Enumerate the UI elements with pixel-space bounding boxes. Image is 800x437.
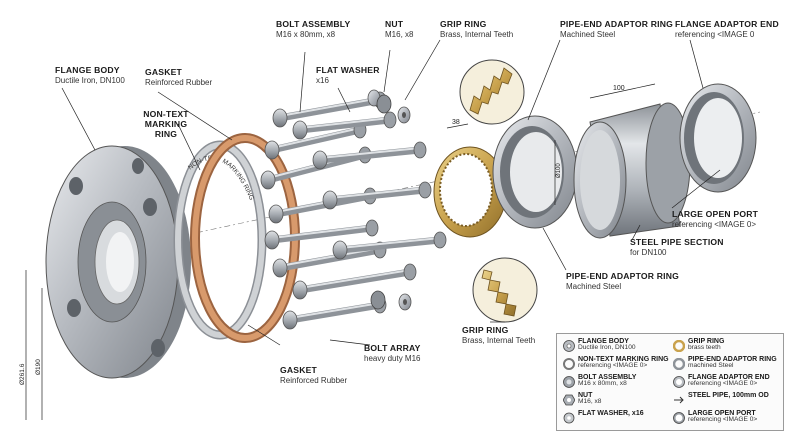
legend-item-subtitle: M16, x8 bbox=[578, 398, 602, 405]
bolt bbox=[312, 141, 427, 170]
leader-lines bbox=[61, 39, 721, 346]
legend-item-subtitle: referencing <IMAGE 0> bbox=[688, 380, 758, 387]
bolt bbox=[264, 219, 379, 250]
steel-pipe-section bbox=[573, 102, 691, 239]
legend-item-subtitle: M16 x 80mm, x8 bbox=[578, 380, 627, 387]
dim-pipe-diameter: Ø100 bbox=[556, 163, 562, 178]
bolt-icon bbox=[563, 375, 575, 388]
legend-item-subtitle: referencing <IMAGE 0> bbox=[688, 416, 758, 423]
dim-grip-width: 38 bbox=[452, 119, 460, 126]
arrow-icon bbox=[673, 393, 685, 405]
legend-item-subtitle: machined Steel bbox=[688, 362, 734, 369]
bolt bbox=[292, 111, 397, 140]
legend-item-title: PIPE-END ADAPTOR RING bbox=[688, 356, 777, 363]
dim-pipe-length: 100 bbox=[613, 85, 625, 92]
bolt bbox=[282, 296, 387, 330]
washer-nut-stack bbox=[367, 89, 412, 311]
dimension-lines bbox=[25, 83, 656, 420]
legend-item-title: NUT bbox=[578, 392, 593, 399]
flange-icon bbox=[563, 339, 575, 352]
bolt bbox=[332, 231, 447, 260]
adaptor-end-icon bbox=[673, 375, 685, 388]
legend-item-title: STEEL PIPE, 100mm OD bbox=[688, 392, 769, 399]
dim-flange-height: Ø190 bbox=[35, 359, 42, 375]
legend-item-title: FLANGE BODY bbox=[578, 338, 629, 345]
label-marking-ring: NON-TEXT MARKING RING bbox=[143, 109, 189, 139]
grip-ring bbox=[433, 146, 507, 238]
legend-item-subtitle: referencing <IMAGE 0> bbox=[578, 362, 648, 369]
bolt bbox=[292, 263, 417, 300]
legend-item-title: BOLT ASSEMBLY bbox=[578, 374, 637, 381]
open-port-icon bbox=[673, 411, 685, 424]
nut-icon bbox=[562, 393, 576, 406]
legend-item: STEEL PIPE, 100mm OD bbox=[671, 392, 783, 408]
legend-item-title: LARGE OPEN PORT bbox=[688, 410, 756, 417]
bolt bbox=[264, 121, 367, 160]
legend-item-title: NON-TEXT MARKING RING bbox=[578, 356, 669, 363]
grip-ring-icon bbox=[672, 339, 686, 353]
legend-item-title: FLAT WASHER, x16 bbox=[578, 410, 644, 417]
grip-ring-detail-bottom bbox=[472, 257, 538, 323]
legend-item-title: FLANGE ADAPTOR END bbox=[688, 374, 770, 381]
flange-adaptor-end bbox=[679, 83, 757, 193]
bolt-array bbox=[260, 91, 447, 330]
washer-icon bbox=[563, 411, 575, 424]
adaptor-ring-icon bbox=[672, 357, 686, 371]
pipe-end-adaptor-ring bbox=[492, 115, 578, 229]
legend-item-subtitle: Ductile Iron, DN100 bbox=[578, 344, 636, 351]
legend-item: FLAT WASHER, x16 bbox=[561, 410, 673, 426]
legend-item-title: GRIP RING bbox=[688, 338, 725, 345]
grip-ring-detail-top bbox=[459, 59, 525, 125]
dim-flange-bolt: Ø261.6 bbox=[19, 363, 26, 385]
flange-body bbox=[45, 145, 191, 379]
legend-item-subtitle: brass teeth bbox=[688, 344, 721, 351]
bolt bbox=[322, 181, 432, 210]
marking-ring-icon bbox=[563, 357, 575, 370]
